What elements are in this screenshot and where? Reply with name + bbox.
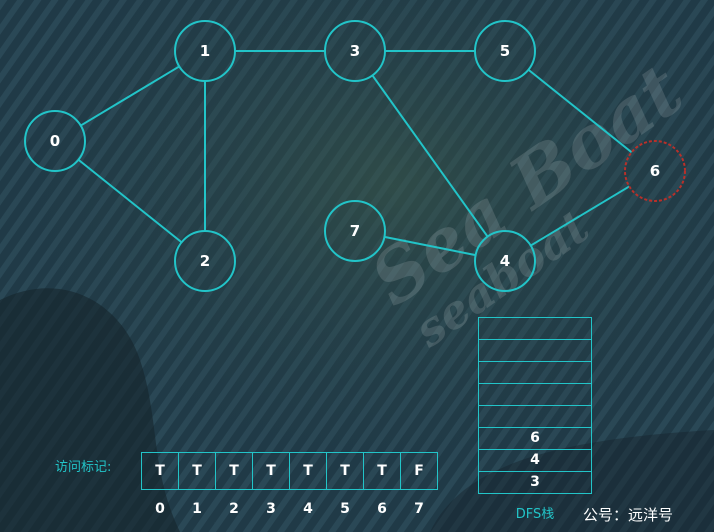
graph-edges <box>77 50 633 257</box>
node-circle-2 <box>174 230 236 292</box>
stack-cell-5: 6 <box>478 427 592 450</box>
visited-index-3: 3 <box>266 501 276 517</box>
stack-cell-1 <box>478 339 592 362</box>
node-label-3: 3 <box>350 42 360 60</box>
node-6: 6 <box>624 140 686 202</box>
edge-3-4 <box>371 74 489 238</box>
node-circle-0 <box>24 110 86 172</box>
node-circle-6 <box>624 140 686 202</box>
visited-label: 访问标记: <box>55 460 112 475</box>
account-footer: 公号：远洋号 <box>583 506 674 524</box>
edge-0-2 <box>77 158 183 244</box>
node-label-4: 4 <box>500 252 510 270</box>
visited-cell-3: T <box>252 452 290 490</box>
stack-cell-2 <box>478 361 592 384</box>
visited-cell-0: T <box>141 452 179 490</box>
visited-cell-4: T <box>289 452 327 490</box>
graph-nodes: 0 1 2 3 4 5 6 7 <box>24 20 686 292</box>
node-circle-5 <box>474 20 536 82</box>
node-1: 1 <box>174 20 236 82</box>
edge-5-6 <box>527 68 633 154</box>
node-7: 7 <box>324 200 386 262</box>
visited-index-7: 7 <box>414 501 424 517</box>
visited-index-4: 4 <box>303 501 313 517</box>
stack-cell-4 <box>478 405 592 428</box>
node-label-2: 2 <box>200 252 210 270</box>
edge-0-1 <box>80 65 180 127</box>
visited-index-0: 0 <box>155 501 165 517</box>
visited-cell-7: F <box>400 452 438 490</box>
visited-cell-5: T <box>326 452 364 490</box>
node-label-1: 1 <box>200 42 210 60</box>
node-4: 4 <box>474 230 536 292</box>
stack-cell-7: 3 <box>478 471 592 494</box>
stack-cell-0 <box>478 317 592 340</box>
visited-cell-6: T <box>363 452 401 490</box>
visited-index-1: 1 <box>192 501 202 517</box>
node-label-0: 0 <box>50 132 60 150</box>
node-3: 3 <box>324 20 386 82</box>
node-label-7: 7 <box>350 222 360 240</box>
visited-index-5: 5 <box>340 501 350 517</box>
visited-index-6: 6 <box>377 501 387 517</box>
node-circle-3 <box>324 20 386 82</box>
stack-cell-6: 4 <box>478 449 592 472</box>
node-label-5: 5 <box>500 42 510 60</box>
node-circle-7 <box>324 200 386 262</box>
visited-cell-1: T <box>178 452 216 490</box>
stack-cell-3 <box>478 383 592 406</box>
node-2: 2 <box>174 230 236 292</box>
visited-index-2: 2 <box>229 501 239 517</box>
edge-7-4 <box>384 235 476 257</box>
node-circle-4 <box>474 230 536 292</box>
visited-cell-2: T <box>215 452 253 490</box>
edge-4-6 <box>530 185 630 247</box>
node-label-6: 6 <box>650 162 660 180</box>
dfs-stack-label: DFS栈 <box>515 507 555 522</box>
node-0: 0 <box>24 110 86 172</box>
node-circle-1 <box>174 20 236 82</box>
node-5: 5 <box>474 20 536 82</box>
